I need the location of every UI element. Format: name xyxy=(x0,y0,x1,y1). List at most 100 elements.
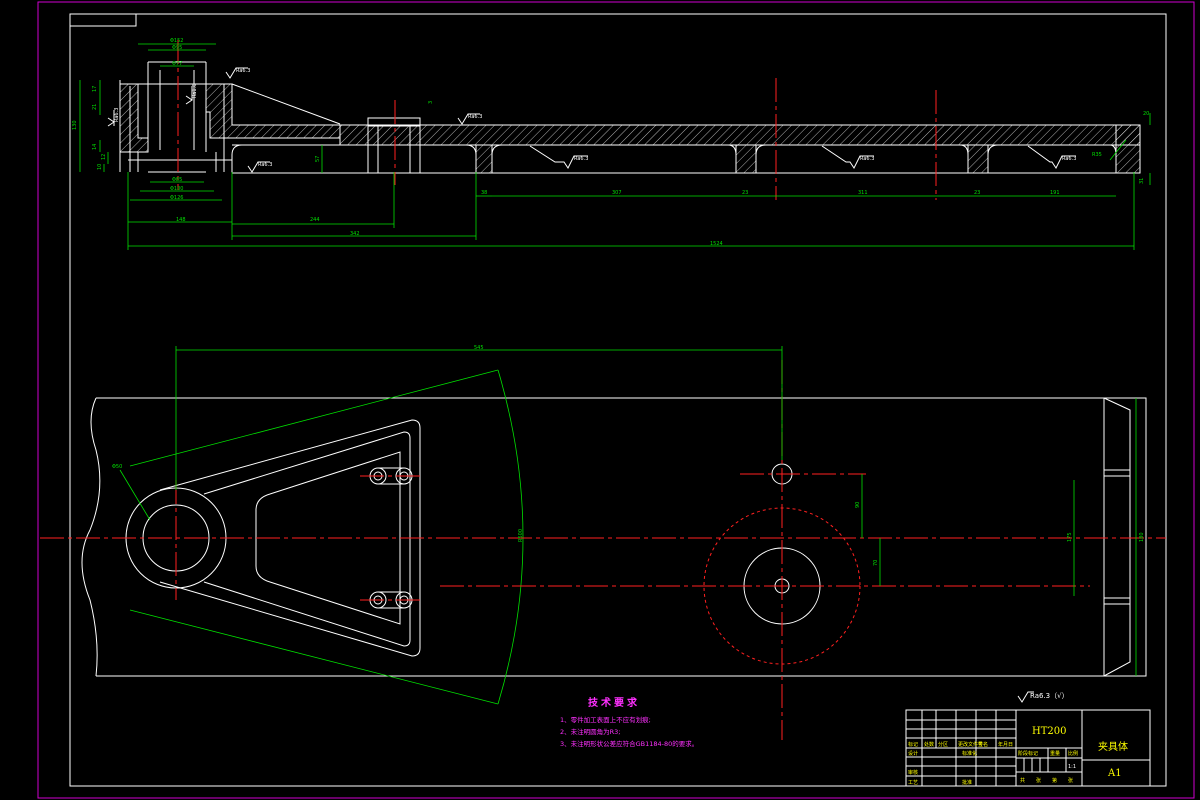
svg-text:处数: 处数 xyxy=(924,741,934,748)
dim-v10: 10 xyxy=(97,164,103,170)
section-dim-texts: Φ152 Φ95 Φ77 Φ85 Φ100 Φ126 130 17 21 14 … xyxy=(72,38,1149,247)
svg-text:工艺: 工艺 xyxy=(908,780,918,786)
svg-text:更改文件号: 更改文件号 xyxy=(958,741,983,748)
note-2: 2、未注明圆角为R3; xyxy=(560,727,620,736)
svg-text:Ra1.6: Ra1.6 xyxy=(192,84,198,98)
dim-175: 175 xyxy=(1067,532,1073,542)
svg-text:Ra6.3: Ra6.3 xyxy=(114,108,120,122)
dim-v14: 14 xyxy=(92,144,98,150)
plan-dim-lines xyxy=(119,346,1137,676)
dim-seg-e: 23 xyxy=(974,190,980,196)
pocket-0 xyxy=(231,144,477,173)
dim-342: 342 xyxy=(350,231,360,237)
pocket-1 xyxy=(491,144,737,173)
dim-d95: Φ95 xyxy=(172,45,182,51)
pocket-2 xyxy=(755,144,969,173)
dim-d152: Φ152 xyxy=(170,38,183,44)
svg-text:Ra6.3: Ra6.3 xyxy=(236,68,250,74)
rib-slope xyxy=(231,83,341,125)
svg-text:审核: 审核 xyxy=(908,769,918,776)
dim-seg-f: 191 xyxy=(1050,190,1060,196)
note-1: 1、零件加工表面上不应有划痕; xyxy=(560,715,651,724)
dim-r35: R35 xyxy=(1092,152,1102,158)
svg-text:Ra6.3: Ra6.3 xyxy=(860,156,874,162)
dim-r500: R500 xyxy=(518,529,524,542)
svg-text:批准: 批准 xyxy=(962,779,972,786)
svg-text:张: 张 xyxy=(1068,777,1073,784)
tb-left-labels: 设计 审核 工艺 xyxy=(908,750,918,786)
svg-text:Ra6.3: Ra6.3 xyxy=(468,114,482,120)
svg-text:第: 第 xyxy=(1052,777,1057,784)
svg-text:张: 张 xyxy=(1036,777,1041,784)
svg-text:阶段标记: 阶段标记 xyxy=(1018,750,1038,757)
svg-text:签名: 签名 xyxy=(978,741,988,748)
boss-top xyxy=(367,117,421,127)
dim-v130: 130 xyxy=(72,120,78,130)
dim-phi50: Φ50 xyxy=(112,464,122,470)
dim-v57: 57 xyxy=(315,156,321,162)
hub-wall-left xyxy=(119,83,149,153)
arm-window xyxy=(255,451,401,625)
svg-text:Ra6.3: Ra6.3 xyxy=(1062,156,1076,162)
dim-244: 244 xyxy=(310,217,320,223)
arc-r500 xyxy=(497,369,524,705)
boss-bore xyxy=(377,126,411,173)
dim-boss-h: 3 xyxy=(428,101,434,104)
corner-tag xyxy=(69,13,137,27)
body-outline xyxy=(96,397,1104,677)
arm-top-flange xyxy=(339,124,1141,146)
svg-text:标准化: 标准化 xyxy=(962,750,977,757)
dim-148: 148 xyxy=(176,217,186,223)
tb-material: HT200 xyxy=(1032,726,1066,737)
tb-right-labels: 阶段标记 重量 比例 xyxy=(1018,750,1078,757)
dim-seg-b: 307 xyxy=(612,190,622,196)
technical-notes: 技术要求 1、零件加工表面上不应有划痕; 2、未注明圆角为R3; 3、未注明形状… xyxy=(560,696,698,748)
inner-frame xyxy=(69,13,1167,787)
hub-wall-right xyxy=(205,83,341,139)
svg-text:标记: 标记 xyxy=(908,741,918,748)
dim-70: 70 xyxy=(873,560,879,566)
dim-v31: 31 xyxy=(1139,178,1145,184)
pocket-3 xyxy=(987,144,1117,173)
body-break-line xyxy=(81,397,101,677)
tb-part-name: 夹具体 xyxy=(1098,740,1128,753)
svg-text:年月日: 年月日 xyxy=(998,741,1013,748)
dim-545: 545 xyxy=(474,345,484,351)
note-3: 3、未注明形状公差应符合GB1184-80的要求。 xyxy=(560,739,698,748)
dim-v21: 21 xyxy=(92,104,98,110)
dim-seg-c: 23 xyxy=(742,190,748,196)
dim-v17: 17 xyxy=(92,86,98,92)
rib-2 xyxy=(735,144,757,174)
tb-mid-labels: 标准化 批准 xyxy=(962,750,977,786)
dim-d126: Φ126 xyxy=(170,195,183,201)
arm-inner xyxy=(203,431,411,647)
tb-sheet-size: A1 xyxy=(1107,768,1122,779)
svg-text:Ra6.3（√）: Ra6.3（√） xyxy=(1030,692,1069,700)
section-dim-lines xyxy=(79,43,1151,250)
arc-radial-bot xyxy=(129,609,499,705)
rib-3 xyxy=(967,144,989,174)
dim-90: 90 xyxy=(855,502,861,508)
tb-row-labels: 标记 处数 分区 更改文件号 签名 年月日 xyxy=(908,741,1013,748)
dim-180: 180 xyxy=(1139,532,1145,542)
svg-text:重量: 重量 xyxy=(1050,750,1060,757)
arc-radial-top xyxy=(129,369,499,467)
hub-bore xyxy=(128,61,232,173)
general-roughness: Ra6.3（√） xyxy=(1017,691,1069,703)
dim-d77: Φ77 xyxy=(172,61,182,67)
svg-text:共: 共 xyxy=(1020,777,1025,784)
hub-bore-lines xyxy=(159,70,195,150)
dim-seg-d: 311 xyxy=(858,190,868,196)
svg-text:比例: 比例 xyxy=(1068,750,1078,757)
dim-1524: 1524 xyxy=(710,241,723,247)
dim-v12: 12 xyxy=(101,154,107,160)
plan-dim-texts: 545 Φ50 90 70 175 180 R500 xyxy=(112,345,1145,566)
rib-1 xyxy=(475,144,493,174)
title-block: HT200 夹具体 A1 1:1 标记 处数 分区 更改文件号 签名 年月日 设… xyxy=(905,709,1151,787)
dim-seg-a: 38 xyxy=(481,190,487,196)
outer-frame xyxy=(37,1,1195,799)
section-roughness: Ra6.3 Ra6.3 Ra1.6 Ra6.3 Ra6.3 Ra6.3 Ra6.… xyxy=(107,67,1076,173)
section-view: Φ152 Φ95 Φ77 Φ85 Φ100 Φ126 130 17 21 14 … xyxy=(72,38,1151,250)
dim-d85: Φ85 xyxy=(172,177,182,183)
